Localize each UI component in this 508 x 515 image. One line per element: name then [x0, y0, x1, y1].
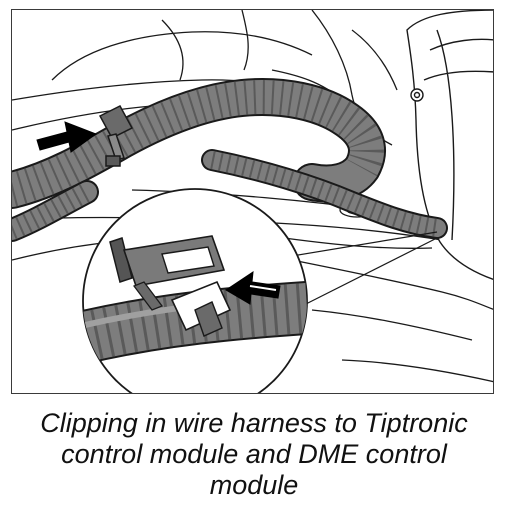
inset-leader-lines	[279, 231, 438, 311]
wire-harness	[12, 77, 448, 242]
figure-caption: Clipping in wire harness to Tiptronic co…	[0, 408, 508, 501]
detail-inset	[82, 188, 308, 393]
harness-illustration	[12, 10, 493, 393]
illustration-frame	[11, 9, 494, 394]
callout-arrow-main	[36, 121, 98, 153]
control-module-housing	[406, 10, 493, 281]
caption-line-1: Clipping in wire harness to Tiptronic	[40, 408, 468, 438]
caption-line-3: module	[209, 470, 299, 500]
harness-clip	[98, 105, 134, 167]
caption-line-2: control module and DME control	[61, 439, 447, 469]
